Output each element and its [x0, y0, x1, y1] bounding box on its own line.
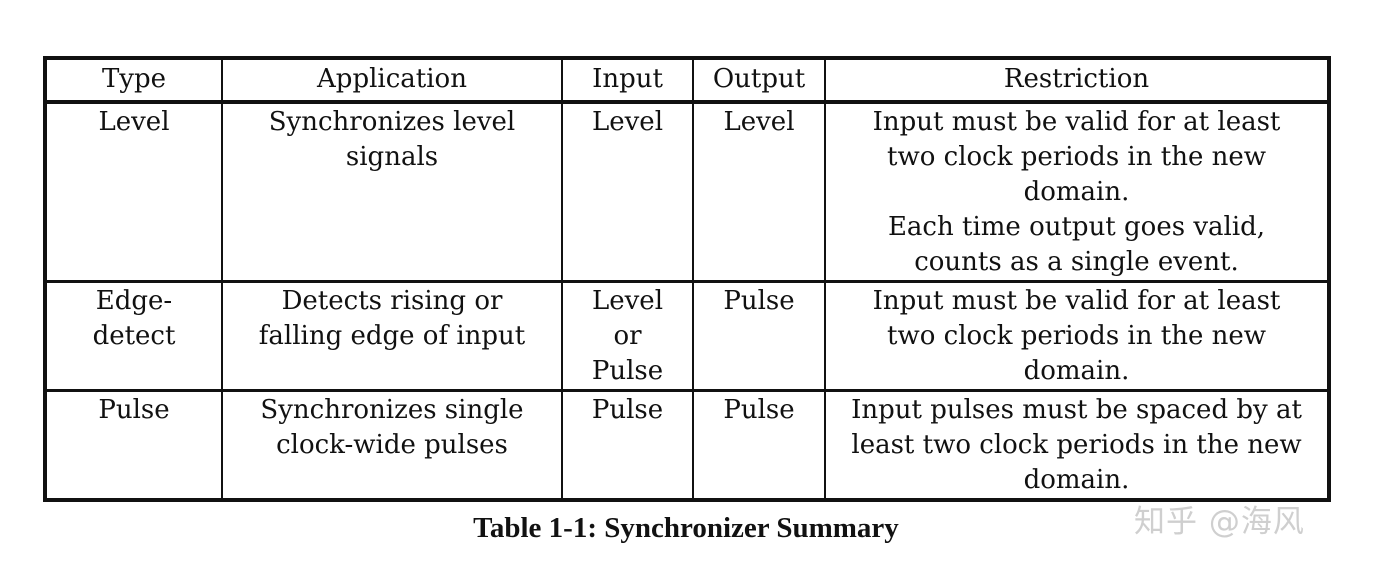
header-application: Application [221, 58, 563, 104]
cell-line: least two clock periods in the new [851, 430, 1302, 460]
table-row: Edge- detect Detects rising or falling e… [44, 280, 1330, 391]
cell-output: Pulse [692, 280, 826, 391]
cell-line: Pulse [98, 395, 170, 425]
cell-line: two clock periods in the new [887, 142, 1266, 172]
cell-line: Input must be valid for at least [872, 286, 1281, 316]
cell-line: signals [345, 142, 439, 172]
cell-line: Pulse [591, 356, 664, 386]
cell-line: domain. [1023, 177, 1130, 207]
table-row: Level Synchronizes level signals Level L… [44, 102, 1330, 282]
table-row: Pulse Synchronizes single clock-wide pul… [44, 389, 1330, 500]
cell-restriction: Input pulses must be spaced by at least … [824, 389, 1330, 500]
cell-line: Input must be valid for at least [872, 107, 1281, 137]
cell-type: Pulse [44, 389, 223, 500]
cell-line: counts as a single event. [914, 247, 1239, 277]
cell-line: domain. [1023, 356, 1130, 386]
cell-application: Synchronizes single clock-wide pulses [221, 389, 563, 500]
cell-line: two clock periods in the new [887, 321, 1266, 351]
synchronizer-summary-table: Type Application Input Output Restrictio… [43, 56, 1331, 502]
cell-line: Pulse [591, 395, 664, 425]
cell-line: clock-wide pulses [276, 430, 508, 460]
header-input: Input [561, 58, 694, 104]
cell-line: falling edge of input [258, 321, 526, 351]
cell-type: Edge- detect [44, 280, 223, 391]
cell-line: Level [591, 286, 664, 316]
cell-application: Detects rising or falling edge of input [221, 280, 563, 391]
cell-line: Pulse [723, 395, 795, 425]
cell-input: Level or Pulse [561, 280, 694, 391]
cell-line: Detects rising or [281, 286, 503, 316]
cell-application: Synchronizes level signals [221, 102, 563, 282]
cell-line: Level [98, 107, 170, 137]
header-restriction: Restriction [824, 58, 1330, 104]
cell-type: Level [44, 102, 223, 282]
table-caption: Table 1-1: Synchronizer Summary [473, 512, 899, 544]
cell-line: Synchronizes level [268, 107, 516, 137]
synchronizer-table-container: Type Application Input Output Restrictio… [43, 56, 1331, 502]
table-header-row: Type Application Input Output Restrictio… [44, 58, 1330, 104]
cell-line: Edge- [95, 286, 173, 316]
cell-input: Pulse [561, 389, 694, 500]
watermark: 知乎 @海风 [1134, 504, 1305, 540]
cell-line: Pulse [723, 286, 795, 316]
header-output: Output [692, 58, 826, 104]
header-type: Type [44, 58, 223, 104]
cell-output: Pulse [692, 389, 826, 500]
cell-restriction: Input must be valid for at least two clo… [824, 102, 1330, 282]
cell-line: domain. [1023, 465, 1130, 495]
cell-line: Level [723, 107, 795, 137]
cell-line: Level [591, 107, 664, 137]
cell-output: Level [692, 102, 826, 282]
cell-line: Each time output goes valid, [887, 212, 1266, 242]
cell-input: Level [561, 102, 694, 282]
cell-line: Input pulses must be spaced by at [851, 395, 1302, 425]
cell-line: detect [92, 321, 176, 351]
cell-restriction: Input must be valid for at least two clo… [824, 280, 1330, 391]
cell-line: or [613, 321, 642, 351]
cell-line: Synchronizes single [260, 395, 524, 425]
